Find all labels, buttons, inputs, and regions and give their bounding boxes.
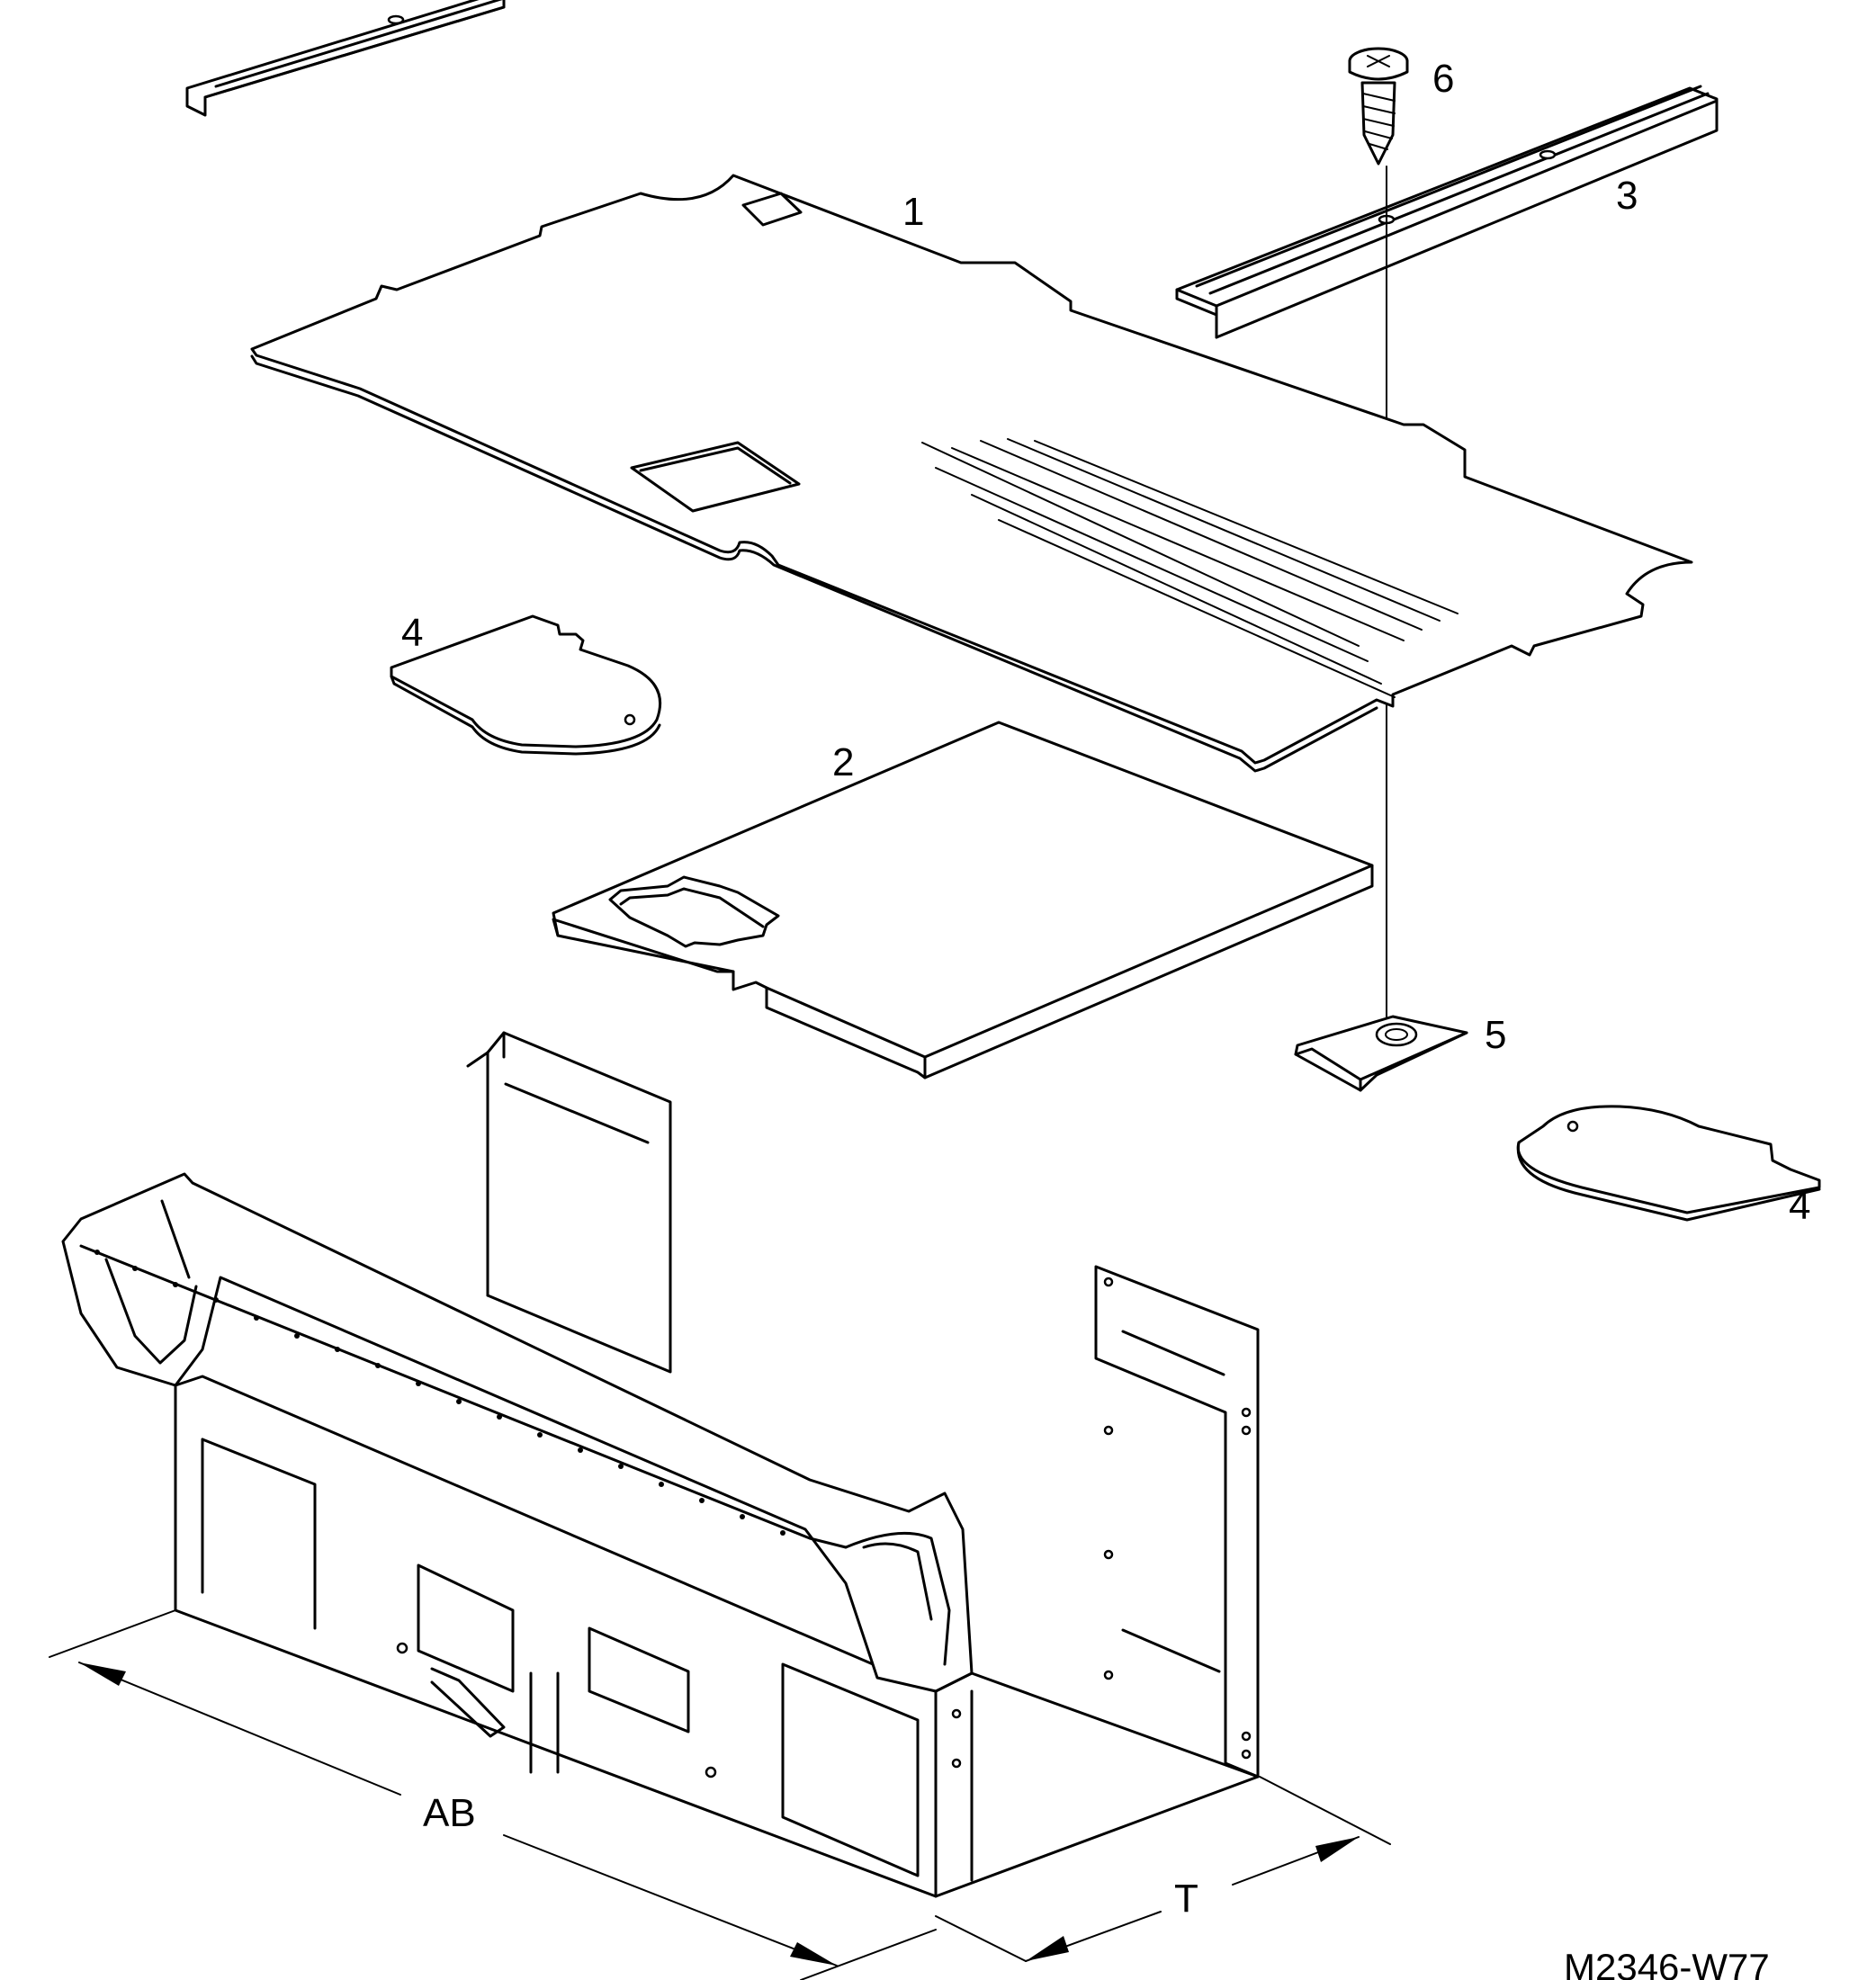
callout-6: 6 [1432, 57, 1454, 101]
callout-2: 2 [832, 740, 854, 784]
dimension-label-width: AB [423, 1791, 476, 1835]
screw-part-6 [1348, 47, 1409, 166]
main-frame [61, 1031, 1260, 1898]
beam-holes [94, 1250, 785, 1536]
callout-4-left: 4 [401, 611, 423, 655]
rail-part-3 [1175, 85, 1719, 339]
callout-1: 1 [902, 190, 924, 234]
cover-part-4-right [1516, 1105, 1821, 1222]
dimension-width [49, 1609, 937, 1980]
callout-3: 3 [1616, 174, 1638, 218]
dimension-depth [935, 1776, 1391, 1962]
floor-panel-part-1 [250, 174, 1693, 773]
callout-4-right: 4 [1789, 1184, 1810, 1228]
board-part-2 [552, 721, 1374, 1080]
callout-5: 5 [1485, 1013, 1506, 1057]
panel-grooves [921, 438, 1459, 698]
rail-top-left [185, 0, 506, 117]
cover-part-4-left [390, 614, 662, 756]
dimension-label-depth: T [1174, 1877, 1198, 1921]
clip-nut-part-5 [1294, 1015, 1468, 1092]
figure-code: M2346-W77 [1564, 1946, 1770, 1980]
